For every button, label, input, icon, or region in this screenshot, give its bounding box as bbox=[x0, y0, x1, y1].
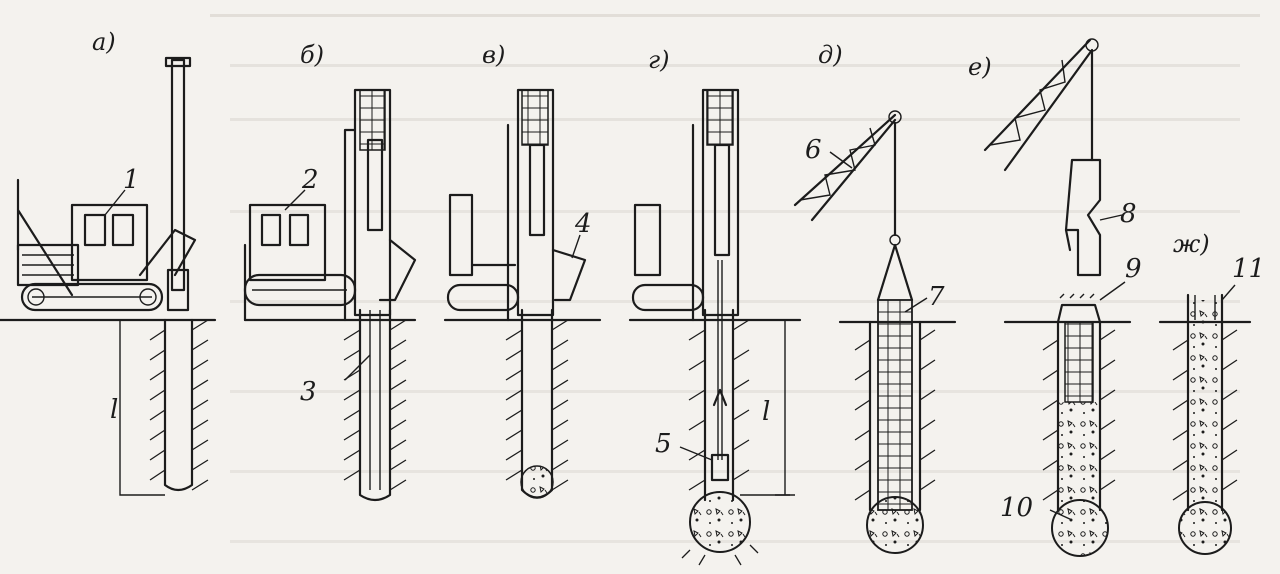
callout-2: 2 bbox=[301, 165, 319, 195]
stage-zh bbox=[1158, 293, 1252, 555]
callout-7: 7 bbox=[928, 282, 945, 312]
stage-label-zh: ж) bbox=[1173, 230, 1210, 258]
callout-3: 3 bbox=[300, 377, 317, 407]
stage-labels: а) б) в) г) д) е) ж) bbox=[92, 28, 1210, 258]
callout-11: 11 bbox=[1232, 254, 1265, 284]
callout-8: 8 bbox=[1120, 199, 1137, 229]
stage-v bbox=[443, 88, 602, 499]
dimension-label-g: l bbox=[762, 397, 770, 427]
stage-e bbox=[983, 38, 1132, 557]
stage-label-a: а) bbox=[92, 28, 116, 56]
dimension-label-a: l bbox=[110, 395, 118, 425]
callout-1: 1 bbox=[123, 165, 140, 195]
callout-5: 5 bbox=[655, 429, 672, 459]
stage-b bbox=[243, 88, 417, 502]
leader-lines bbox=[104, 151, 1236, 521]
stage-d bbox=[793, 110, 957, 554]
stage-g bbox=[628, 88, 802, 566]
callout-4: 4 bbox=[574, 209, 592, 239]
callout-6: 6 bbox=[805, 135, 822, 165]
stage-label-d: д) bbox=[818, 41, 843, 69]
stage-label-g: г) bbox=[648, 46, 670, 74]
stage-label-b: б) bbox=[300, 41, 324, 69]
stage-a bbox=[0, 56, 217, 496]
stage-label-e: е) bbox=[968, 53, 992, 81]
callout-9: 9 bbox=[1125, 254, 1142, 284]
stage-label-v: в) bbox=[482, 41, 505, 69]
callout-10: 10 bbox=[1000, 493, 1033, 523]
callout-numbers: 1 2 3 4 5 6 7 8 9 10 11 bbox=[123, 135, 1265, 523]
